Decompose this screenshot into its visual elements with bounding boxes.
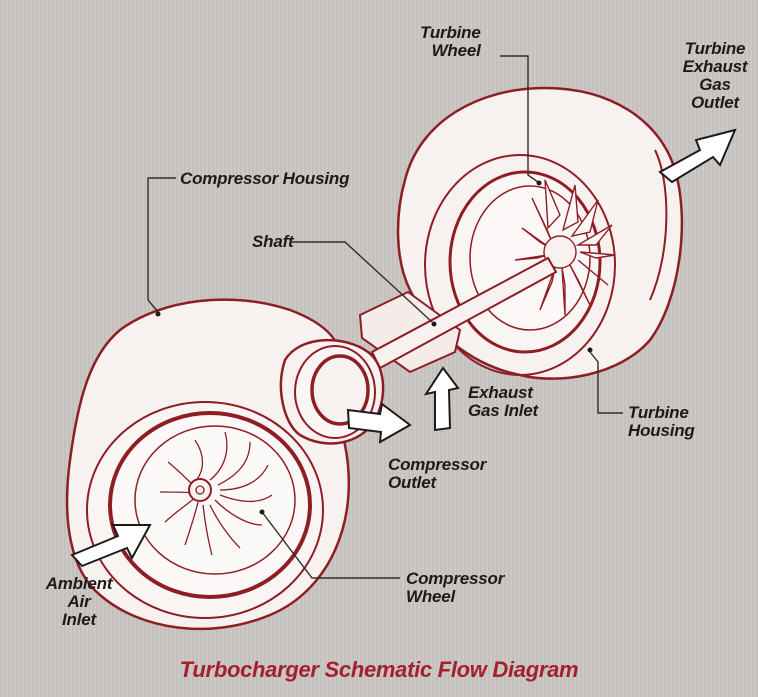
label-shaft: Shaft <box>252 233 294 251</box>
label-exhaust-gas-inlet: Exhaust Gas Inlet <box>468 384 538 420</box>
label-compressor-wheel: Compressor Wheel <box>406 570 504 606</box>
leader-dot-turbine-wheel <box>537 181 542 186</box>
label-compressor-housing: Compressor Housing <box>180 170 349 188</box>
label-compressor-outlet: Compressor Outlet <box>388 456 486 492</box>
leader-dot-turbine-housing <box>588 348 593 353</box>
leader-dot-housing <box>156 312 161 317</box>
label-turbine-exhaust-gas-outlet: Turbine Exhaust Gas Outlet <box>672 40 758 112</box>
leader-dot-compressor-wheel <box>260 510 265 515</box>
label-ambient-air-inlet: Ambient Air Inlet <box>34 575 124 629</box>
diagram-title: Turbocharger Schematic Flow Diagram <box>0 657 758 683</box>
label-turbine-wheel: Turbine Wheel <box>420 24 481 60</box>
leader-dot-shaft <box>432 322 437 327</box>
label-turbine-housing: Turbine Housing <box>628 404 695 440</box>
